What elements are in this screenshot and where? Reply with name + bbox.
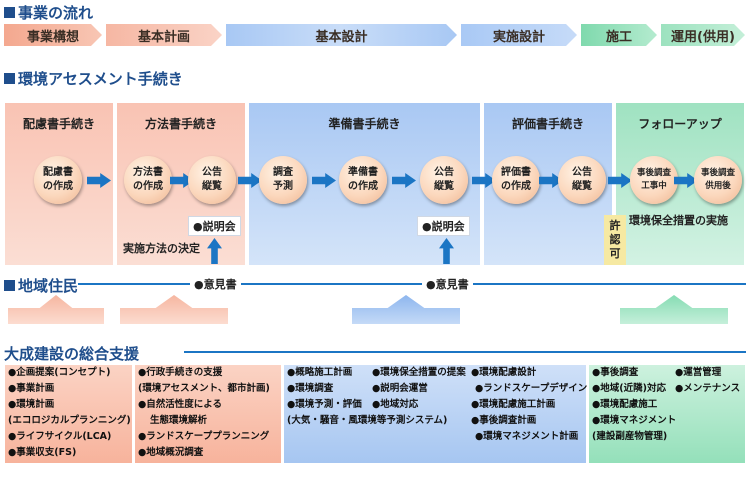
heading-square-icon — [4, 73, 15, 84]
support-panel-design — [284, 365, 586, 463]
support-arrow-planning — [8, 295, 104, 324]
list-item: ●環境保全措置の提案 — [372, 367, 466, 378]
list-item: ●事業計画 — [8, 383, 55, 394]
list-item: ●環境予測・評価 — [287, 399, 362, 410]
arrow-right-icon — [392, 173, 416, 188]
panel-title-consideration: 配慮書手続き — [22, 117, 95, 131]
flow-stage-detailed-design: 実施設計 — [461, 24, 577, 46]
step-preparation-notice: 公告縦覧 — [420, 156, 468, 204]
list-item: ●事後調査 — [592, 367, 639, 378]
arrow-right-icon — [674, 173, 698, 188]
support-list-design-a: ●概略施工計画 ●環境調査 ●環境予測・評価 (大気・騒音・風環境等予測システム… — [287, 365, 447, 463]
list-item: ●環境配慮施工 — [592, 399, 658, 410]
list-item: ●環境マネジメント計画 — [475, 431, 579, 442]
arrow-right-icon — [539, 173, 563, 188]
list-item: ●説明会運営 — [372, 383, 428, 394]
support-line — [184, 351, 746, 353]
list-item: ●事業収支(FS) — [8, 447, 77, 458]
support-arrow-procedure — [120, 295, 228, 324]
list-item: ●概略施工計画 — [287, 367, 353, 378]
briefing-label-preparation: ●説明会 — [417, 216, 470, 236]
list-item: (建設副産物管理) — [592, 431, 668, 442]
step-post-survey-construction: 事後調査工事中 — [630, 156, 678, 204]
list-item: ●環境計画 — [8, 399, 55, 410]
panel-title-method: 方法書手続き — [144, 117, 217, 131]
flow-stage-construction: 施工 — [581, 24, 657, 46]
list-item: ●ランドスケープデザイン — [475, 383, 588, 394]
panel-title-followup: フォローアップ — [638, 117, 722, 131]
step-method-draft: 方法書の作成 — [124, 156, 172, 204]
opinion-label-2: ●意見書 — [422, 276, 473, 292]
flow-section-heading: 事業の流れ — [4, 2, 93, 23]
flow-stage-concept: 事業構想 — [4, 24, 102, 46]
briefing-label-method: ●説明会 — [188, 216, 241, 236]
arrow-right-icon — [87, 173, 111, 188]
list-item: 生態環境解析 — [150, 415, 208, 426]
list-item: ●環境調査 — [287, 383, 334, 394]
panel-title-evaluation: 評価書手続き — [511, 117, 584, 131]
list-item: ●メンテナンス — [675, 383, 741, 394]
arrow-right-icon — [472, 173, 496, 188]
opinion-label-1: ●意見書 — [190, 276, 241, 292]
list-item: ●地域概況調査 — [138, 447, 204, 458]
support-arrow-design — [352, 295, 460, 324]
list-item: ●企画提案(コンセプト) — [8, 367, 111, 378]
assessment-section-title: 環境アセスメント手続き — [18, 70, 183, 88]
residents-section-title: 地域住民 — [18, 277, 79, 295]
support-list-design-b: ●環境保全措置の提案 ●説明会運営 ●地域対応 — [372, 365, 472, 463]
support-list-construction-b: ●運営管理 ●メンテナンス — [675, 365, 743, 463]
list-item: ●環境配慮施工計画 — [471, 399, 556, 410]
panel-title-preparation: 準備書手続き — [328, 117, 401, 131]
list-item: (環境アセスメント、都市計画) — [138, 383, 270, 394]
list-item: ●環境配慮設計 — [471, 367, 537, 378]
support-list-design-c: ●環境配慮設計 ●ランドスケープデザイン ●環境配慮施工計画 ●事後調査計画 ●… — [471, 365, 588, 463]
step-evaluation-notice: 公告縦覧 — [558, 156, 606, 204]
support-panel-construction — [589, 365, 745, 463]
flow-stage-operation: 運用(供用) — [661, 24, 745, 46]
list-item: ●自然活性度による — [138, 399, 223, 410]
residents-section-heading: 地域住民 — [4, 275, 78, 296]
support-list-planning: ●企画提案(コンセプト) ●事業計画 ●環境計画 (エコロジカルプランニング) … — [8, 365, 132, 463]
list-item: ●事後調査計画 — [471, 415, 537, 426]
list-item: ●環境マネジメント — [592, 415, 677, 426]
arrow-right-icon — [238, 173, 262, 188]
list-item: ●ライフサイクル(LCA) — [8, 431, 112, 442]
support-panel-procedure — [135, 365, 281, 463]
flow-section-title: 事業の流れ — [18, 4, 94, 22]
permit-box: 許 認 可 — [604, 215, 626, 265]
list-item: ●行政手続きの支援 — [138, 367, 223, 378]
step-consideration-draft: 配慮書の作成 — [34, 156, 82, 204]
heading-square-icon — [4, 280, 15, 291]
support-panel-planning — [5, 365, 132, 463]
step-evaluation-draft: 評価書の作成 — [492, 156, 540, 204]
list-item: ●地域対応 — [372, 399, 419, 410]
support-arrow-construction — [620, 295, 728, 324]
list-item: ●運営管理 — [675, 367, 722, 378]
list-item: ●地域(近隣)対応 — [592, 383, 666, 394]
method-decision-label: 実施方法の決定 — [123, 242, 200, 255]
flow-stage-basic-plan: 基本計画 — [106, 24, 222, 46]
assessment-section-heading: 環境アセスメント手続き — [4, 68, 183, 89]
support-list-construction-a: ●事後調査 ●地域(近隣)対応 ●環境配慮施工 ●環境マネジメント (建設副産物… — [592, 365, 682, 463]
heading-square-icon — [4, 7, 15, 18]
step-preparation-draft: 準備書の作成 — [339, 156, 387, 204]
step-survey-forecast: 調査予測 — [259, 156, 307, 204]
arrow-right-icon — [312, 173, 336, 188]
list-item: (エコロジカルプランニング) — [8, 415, 131, 426]
list-item: ●ランドスケーププランニング — [138, 431, 270, 442]
residents-line — [78, 283, 746, 285]
arrow-right-icon — [608, 173, 632, 188]
support-section-title: 大成建設の総合支援 — [4, 345, 140, 363]
list-item: (大気・騒音・風環境等予測システム) — [287, 415, 448, 426]
env-measures-label: 環境保全措置の実施 — [629, 214, 728, 227]
step-post-survey-operation: 事後調査供用後 — [694, 156, 742, 204]
step-method-notice: 公告縦覧 — [188, 156, 236, 204]
support-list-procedure: ●行政手続きの支援 (環境アセスメント、都市計画) ●自然活性度による 生態環境… — [138, 365, 280, 463]
flow-stage-basic-design: 基本設計 — [226, 24, 457, 46]
